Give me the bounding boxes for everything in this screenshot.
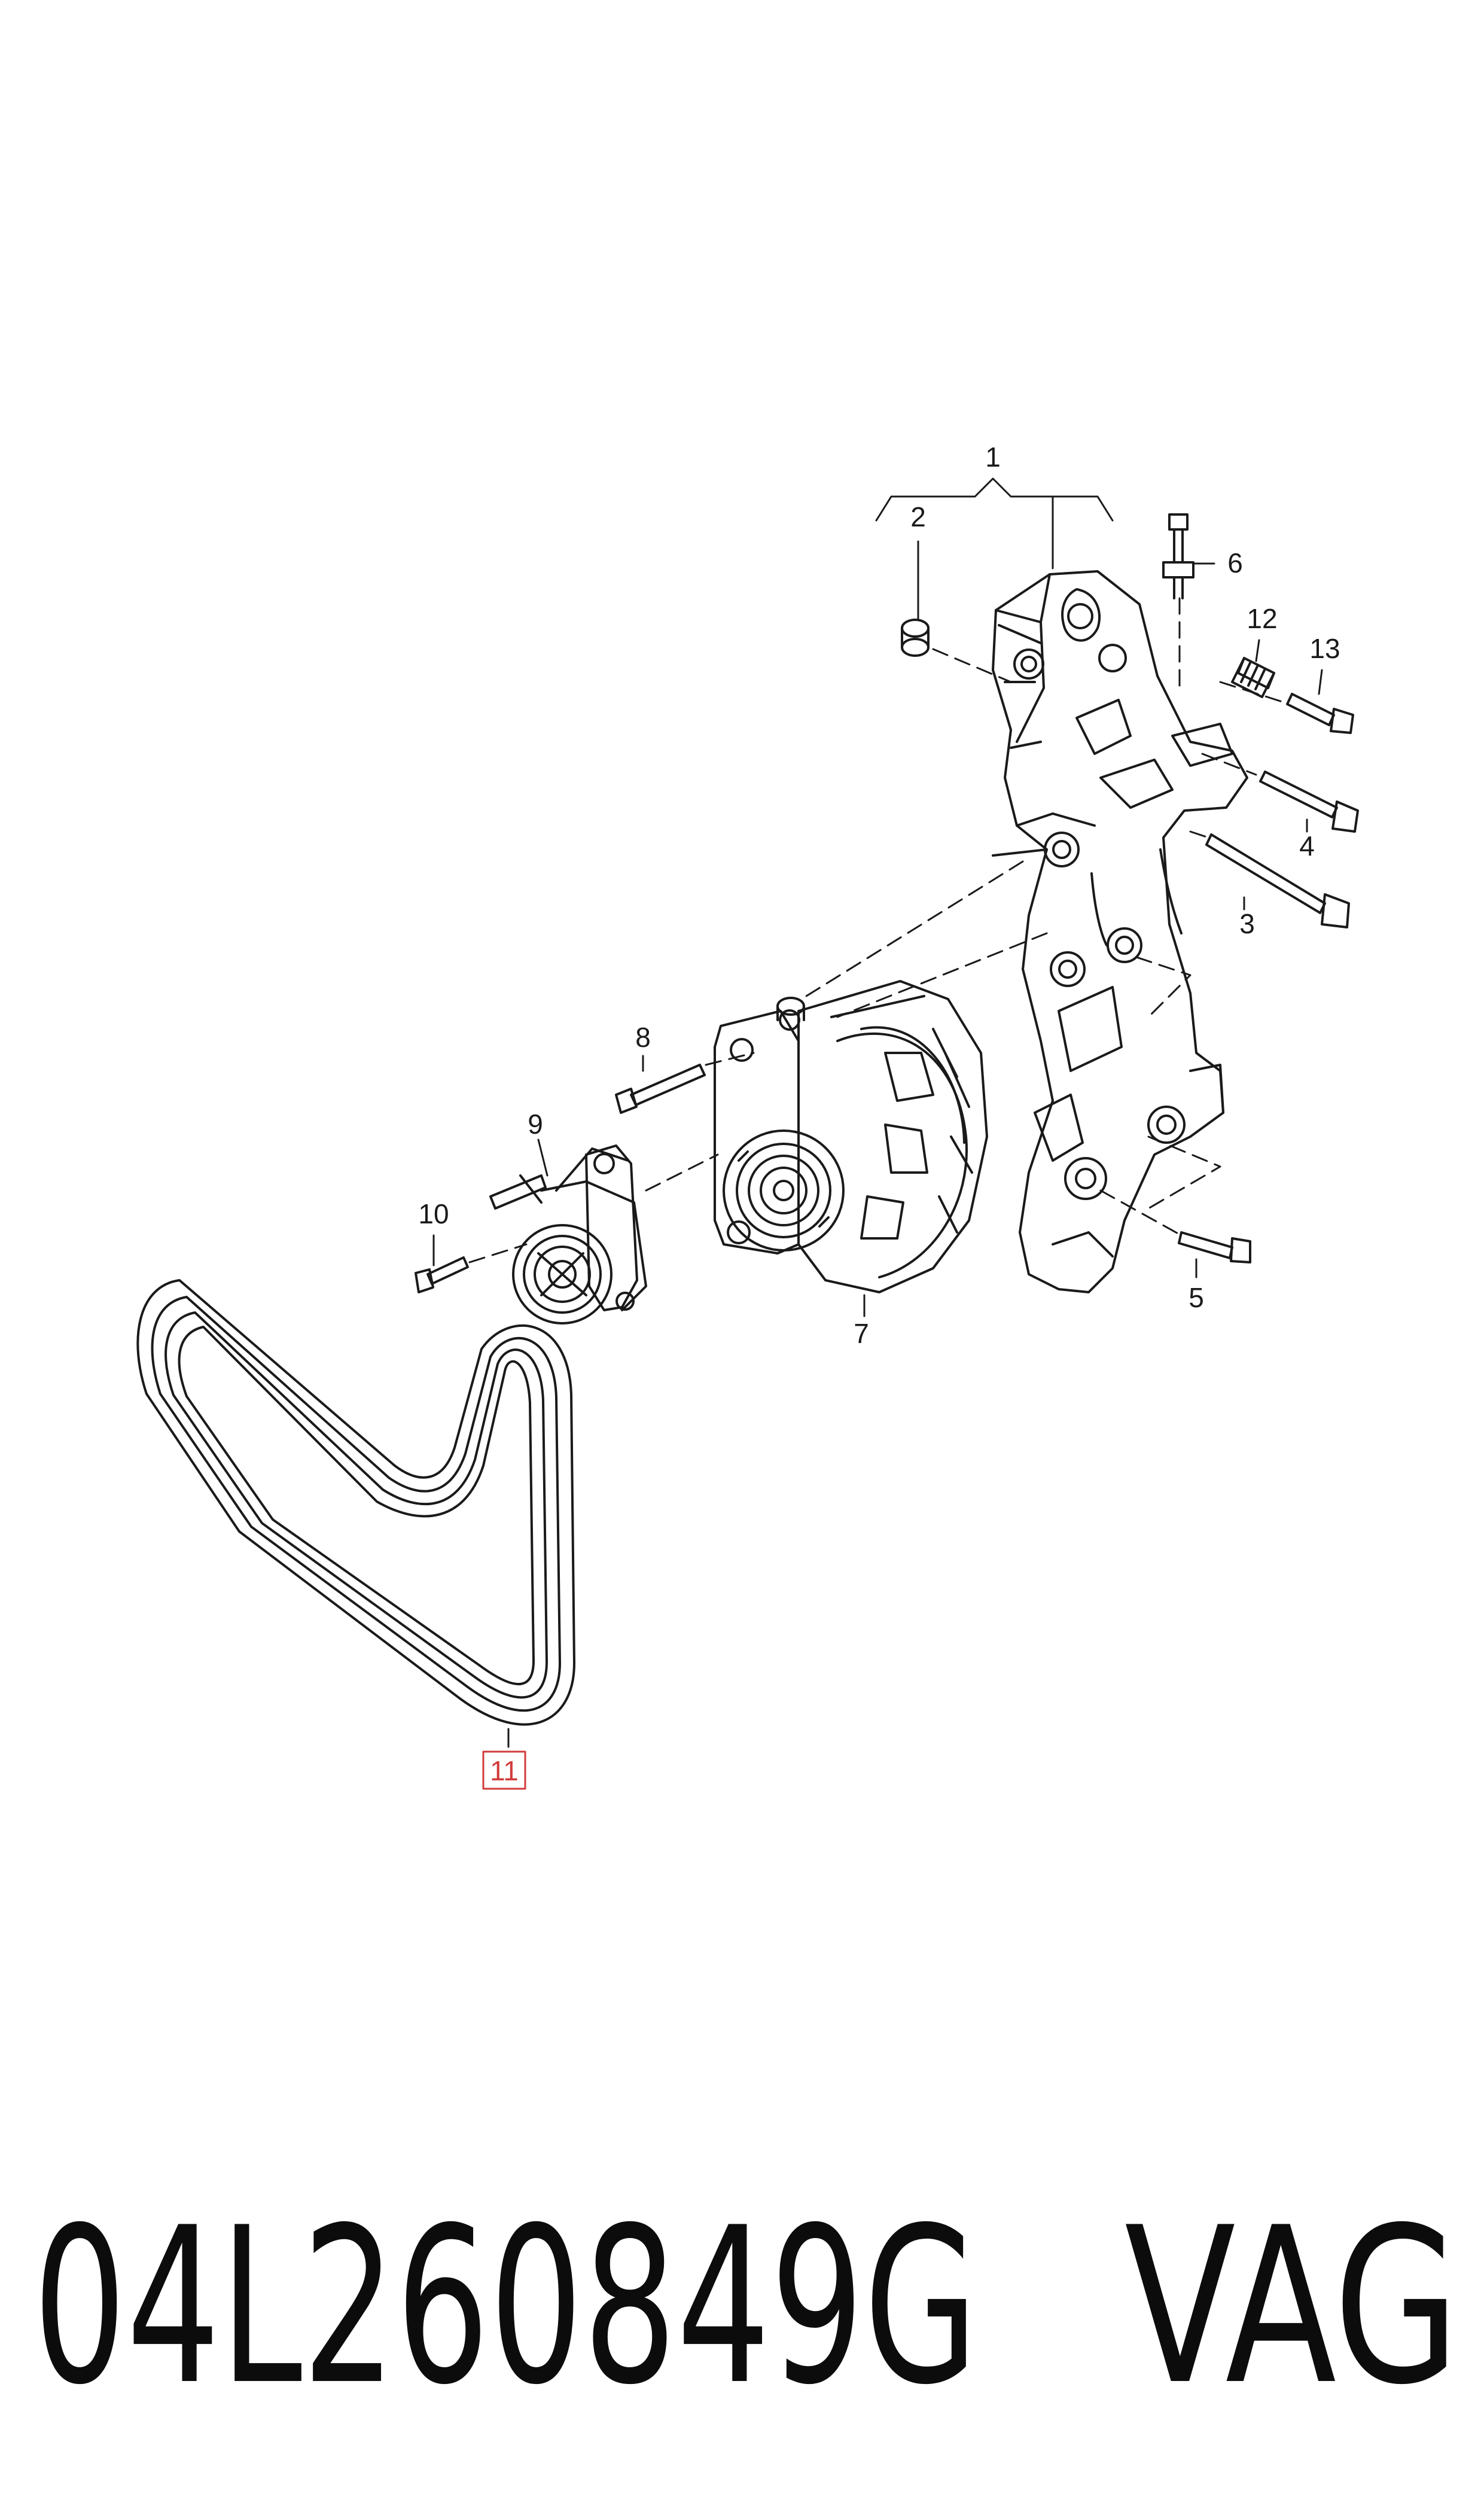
callout-11-box [482, 1750, 526, 1790]
callout-3: 3 [1239, 908, 1255, 939]
callout-13: 13 [1309, 633, 1340, 664]
footer: 04L260849G VAG [33, 2184, 1459, 2432]
callout-5: 5 [1189, 1282, 1204, 1313]
callout-1: 1 [985, 442, 1001, 473]
callout-2: 2 [910, 501, 926, 532]
brand-label: VAG [1125, 2184, 1459, 2432]
bolt-4 [1259, 771, 1359, 833]
sleeve [1231, 657, 1275, 698]
stud-bolt [1162, 513, 1194, 599]
exploded-parts-diagram: 1 2 3 4 5 6 7 8 9 10 11 12 13 [136, 442, 1359, 1790]
callout-7: 7 [854, 1318, 869, 1349]
callout-9: 9 [528, 1109, 543, 1140]
bolt-5 [1178, 1231, 1251, 1263]
callout-12: 12 [1247, 603, 1277, 634]
alternator [714, 980, 988, 1293]
drive-belt [136, 1279, 575, 1726]
callout-10: 10 [418, 1198, 449, 1229]
belt-tensioner [489, 1144, 647, 1325]
spacer-sleeve [901, 619, 930, 657]
leader-lines [432, 477, 1323, 1748]
callout-8: 8 [635, 1022, 651, 1053]
callout-4: 4 [1299, 830, 1315, 861]
part-number: 04L260849G [33, 2184, 978, 2432]
bolt-10 [415, 1256, 469, 1293]
assembly-lines [468, 597, 1287, 1263]
callout-6: 6 [1227, 547, 1243, 578]
bolt-8 [615, 1064, 706, 1114]
bracket [992, 570, 1248, 1293]
callout-labels: 1 2 3 4 5 6 7 8 9 10 11 12 13 [418, 442, 1340, 1786]
callout-11: 11 [490, 1755, 519, 1786]
bolt-13 [1286, 693, 1354, 734]
bolt-3 [1205, 833, 1350, 928]
